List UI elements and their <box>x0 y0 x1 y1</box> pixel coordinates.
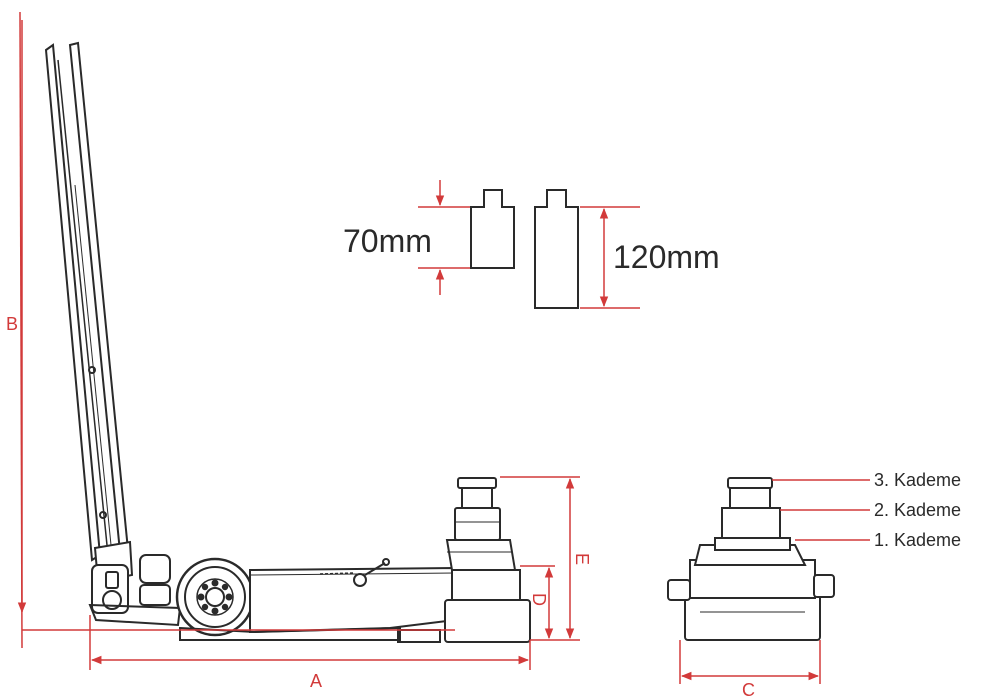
front-view <box>667 477 835 641</box>
stage-2-label: 2. Kademe <box>874 500 961 520</box>
dim-label-e: E <box>572 553 592 565</box>
chassis <box>179 558 456 643</box>
dimension-lines <box>17 11 870 684</box>
dim-label-c: C <box>742 680 755 699</box>
stage-3-label: 3. Kademe <box>874 470 961 490</box>
handle <box>44 41 134 584</box>
pump-assembly <box>88 554 182 627</box>
dim-label-d: D <box>529 593 549 606</box>
dim-label-b: B <box>6 314 18 334</box>
wheel <box>175 557 255 637</box>
stage-1-label: 1. Kademe <box>874 530 961 550</box>
saddle-large <box>534 189 579 309</box>
dim-label-a: A <box>310 671 322 691</box>
saddle-small <box>470 189 515 269</box>
side-view <box>44 41 531 643</box>
saddle-120mm-label: 120mm <box>613 239 720 275</box>
saddle-70mm-label: 70mm <box>343 223 432 259</box>
lifting-cylinder <box>444 477 531 643</box>
